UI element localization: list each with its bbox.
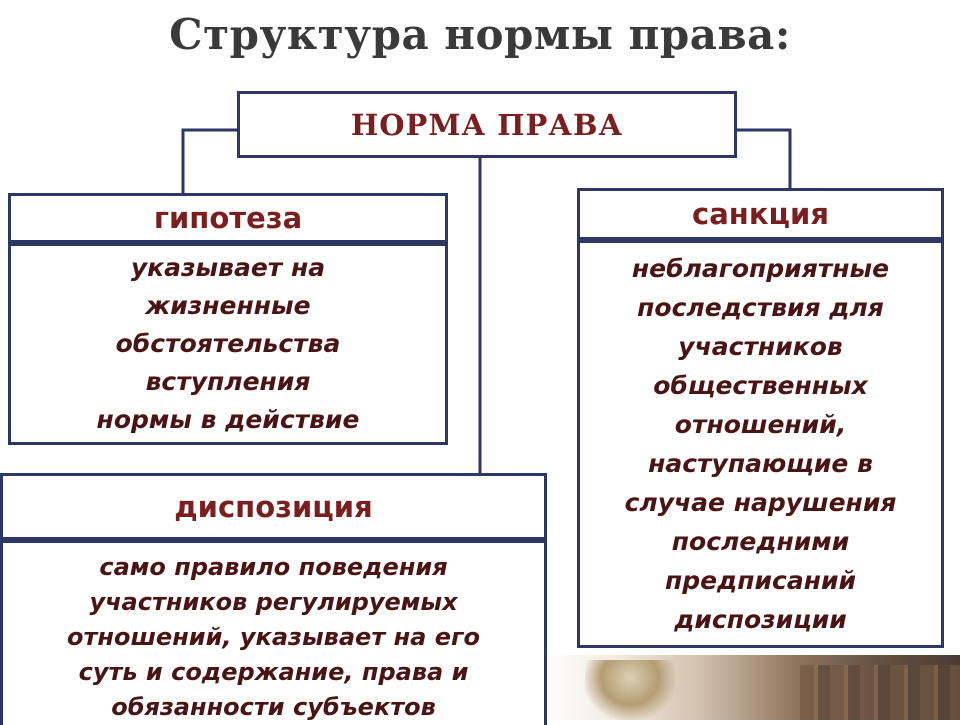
sanction-line: диспозиции — [674, 605, 847, 634]
hypothesis-line: нормы в действие — [96, 405, 360, 434]
connector-hypothesis — [181, 128, 237, 193]
root-node-label: НОРМА ПРАВА — [350, 107, 624, 142]
disposition-description: само правило поведения участников регули… — [0, 540, 547, 725]
disposition-line: участников регулируемых — [89, 588, 458, 616]
books-image — [800, 665, 960, 720]
sanction-line: случае нарушения — [624, 488, 897, 517]
sanction-line: предписаний — [664, 566, 857, 595]
disposition-header: диспозиция — [0, 473, 547, 540]
hypothesis-header: гипотеза — [8, 193, 448, 243]
sanction-line: неблагоприятные — [631, 254, 890, 283]
hypothesis-title: гипотеза — [153, 201, 303, 235]
disposition-line: суть и содержание, права и — [78, 658, 469, 686]
disposition-line: отношений, указывает на его — [66, 623, 481, 651]
sanction-line: участников — [678, 332, 843, 361]
hypothesis-line: вступления — [145, 367, 311, 396]
background-photo — [545, 655, 960, 720]
sanction-line: общественных — [653, 371, 868, 400]
root-node-norma-prava: НОРМА ПРАВА — [237, 91, 737, 158]
disposition-line: обязанности субъектов — [111, 693, 436, 721]
hypothesis-description: указывает на жизненные обстоятельства вс… — [8, 243, 448, 445]
sanction-description: неблагоприятные последствия для участник… — [577, 240, 944, 648]
sanction-line: наступающие в — [648, 449, 873, 478]
sanction-line: последствия для — [637, 293, 884, 322]
connector-sanction — [737, 128, 792, 188]
disposition-title: диспозиция — [174, 489, 373, 524]
sanction-header: санкция — [577, 188, 944, 240]
sanction-title: санкция — [692, 197, 829, 231]
sanction-line: последними — [671, 527, 850, 556]
hypothesis-line: указывает на — [130, 253, 326, 282]
hourglass-image — [585, 660, 675, 720]
page-title: Структура нормы права: — [169, 10, 791, 59]
hypothesis-line: жизненные — [145, 291, 311, 320]
disposition-line: само правило поведения — [99, 553, 448, 581]
hypothesis-line: обстоятельства — [115, 329, 341, 358]
sanction-line: отношений, — [674, 410, 847, 439]
